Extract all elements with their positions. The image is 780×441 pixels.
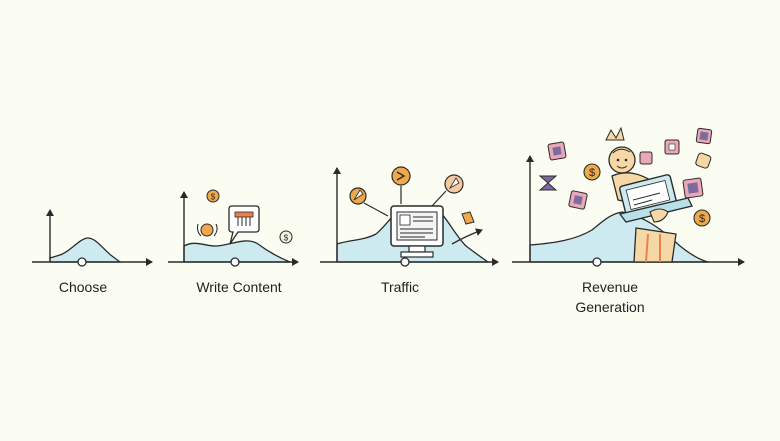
svg-text:$: $ — [589, 167, 595, 179]
stage-label-choose: Choose — [58, 279, 108, 295]
svg-text:$: $ — [284, 234, 289, 243]
trend-arrow-icon — [451, 228, 483, 245]
stage-label-write-content: Write Content — [196, 279, 282, 295]
app-tile-icon — [568, 190, 588, 210]
stage-write-content-graph: $ $ — [168, 189, 299, 267]
stage-label-traffic: Traffic — [380, 279, 420, 295]
area-curve — [529, 211, 709, 263]
app-tile-icon — [695, 152, 712, 169]
tag-icon — [461, 211, 475, 225]
app-tile-icon — [538, 175, 558, 191]
area-curve — [183, 240, 291, 263]
pen-nib-icon — [349, 187, 389, 217]
axis-marker — [77, 257, 87, 267]
svg-text:$: $ — [211, 193, 216, 202]
dollar-coin-icon: $ — [206, 189, 220, 203]
dollar-coin-icon: $ — [583, 163, 601, 181]
app-tile-icon — [682, 177, 704, 199]
stage-choose-graph — [32, 209, 153, 267]
stage-label-revenue-generation: Revenue Generation — [575, 279, 645, 315]
axis-marker — [230, 257, 240, 267]
axis-marker — [400, 257, 410, 267]
area-curve — [49, 237, 122, 263]
speech-bubble-icon — [228, 205, 260, 245]
chevron-icon — [391, 166, 411, 204]
laptop-icon — [618, 174, 693, 223]
app-tile-icon — [547, 141, 567, 161]
axis-marker — [592, 257, 602, 267]
dollar-coin-icon: $ — [693, 209, 711, 227]
svg-text:$: $ — [699, 213, 705, 225]
app-tile-icon — [664, 139, 680, 155]
pen-nib-icon — [431, 174, 464, 207]
stage-traffic-graph — [320, 166, 499, 267]
dollar-coin-icon: $ — [279, 230, 293, 244]
stage-revenue-generation-graph: $ $ — [512, 126, 745, 267]
pen-nib-icon — [196, 223, 218, 237]
computer-monitor-icon — [390, 205, 444, 258]
app-tile-icon — [695, 127, 713, 145]
